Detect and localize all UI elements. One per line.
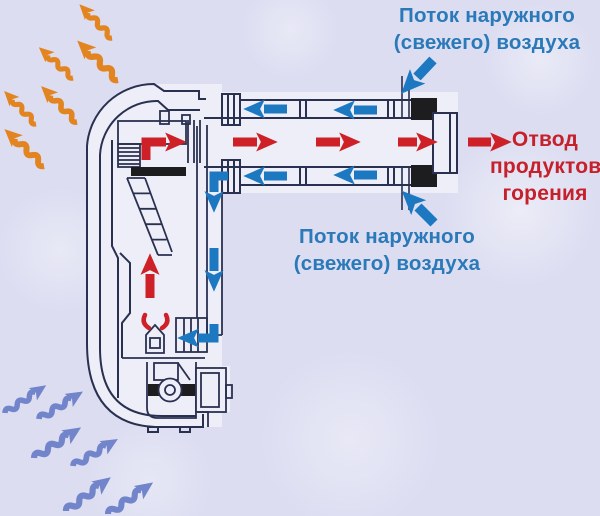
label-exhaust-line1: Отвод <box>511 128 579 151</box>
callout-arrow-top <box>401 56 437 94</box>
flame-icon <box>141 312 170 331</box>
wall-seal <box>411 98 437 187</box>
label-fresh-air-top-line1: Поток наружного <box>399 4 575 27</box>
label-exhaust-line2: продуктов <box>490 155 600 178</box>
label-fresh-air-bottom: Поток наружного (свежего) воздуха <box>282 223 492 277</box>
callout-arrow-bottom <box>401 190 438 227</box>
label-fresh-air-top: Поток наружного (свежего) воздуха <box>374 2 600 56</box>
gas-valve <box>146 362 233 427</box>
label-exhaust: Отвод продуктов горения <box>490 126 600 207</box>
callout-arrows <box>401 56 438 227</box>
fresh-air-flow-arrows <box>177 99 377 348</box>
coaxial-pipe <box>204 76 458 210</box>
label-exhaust-line3: горения <box>502 182 588 205</box>
burner-icon <box>141 312 170 354</box>
exhaust-flow-arrows <box>140 132 512 298</box>
wall-lines <box>401 76 410 210</box>
heater-body <box>86 82 206 433</box>
label-fresh-air-bottom-line2: (свежего) воздуха <box>293 252 481 275</box>
label-fresh-air-top-line2: (свежего) воздуха <box>393 31 581 54</box>
label-fresh-air-bottom-line1: Поток наружного <box>299 225 475 248</box>
